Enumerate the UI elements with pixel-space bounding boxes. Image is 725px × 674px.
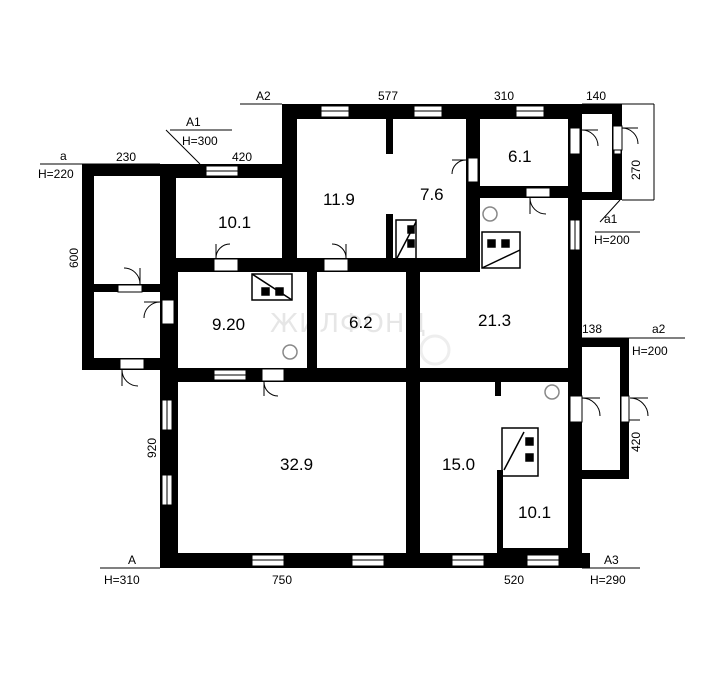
room-labels: 10.1 11.9 7.6 6.1 9.20 6.2 21.3 32.9 15.… [212,147,551,522]
gas-meter-icon [282,344,298,360]
marker-name: А3 [604,553,619,567]
wall-int-v4 [386,119,393,154]
room-area: 21.3 [478,311,511,330]
dim-label: 310 [494,89,514,103]
room-area: 11.9 [323,190,355,209]
door-swing [451,159,467,175]
wall-a2-left [282,104,297,269]
wall-int-v5 [386,214,393,260]
dim-label: 750 [272,573,292,587]
door-gap [612,125,623,151]
wall-a1-left [160,164,176,274]
door-swing [331,243,347,259]
wall-int-v2 [406,258,420,568]
marker-name: а [60,149,67,163]
dim-label: 600 [67,248,81,268]
dim-label: 138 [582,322,602,336]
marker-height: H=200 [594,233,630,247]
room-area: 9.20 [212,315,245,334]
heater-icon [501,427,539,477]
door-swing [581,129,599,147]
door-gap [569,395,583,423]
dim-label: 230 [116,150,136,164]
door-gap [161,299,175,325]
wall-main-right [568,104,582,568]
room-area: 32.9 [280,455,313,474]
wall-int-v6 [495,380,501,396]
marker-lines [40,103,685,569]
door-gap [620,395,630,423]
marker-name: а2 [652,322,666,336]
marker-labels: а H=220 А1 H=300 А2 а1 H=200 а2 H=200 А … [38,89,668,587]
wall-int-v3 [307,270,317,370]
wall-int-v7 [497,470,503,556]
door-gap [117,284,143,293]
dim-label: 420 [232,150,252,164]
door-gap [119,358,145,370]
room-area: 6.2 [349,313,373,332]
wall-sa1-bottom [582,192,622,200]
dim-label: 920 [145,438,159,458]
dim-label: 420 [629,432,643,452]
door-gap [467,157,479,183]
door-gap [569,127,581,155]
wall-sa1-top [582,104,620,114]
door-swing [629,397,649,417]
door-swing [263,381,279,397]
dimension-labels: 230 420 577 310 140 750 520 138 600 920 … [67,89,643,587]
room-area: 7.6 [420,185,444,204]
door-swing [581,397,601,417]
heater-icon [251,273,293,301]
marker-name: А [128,553,136,567]
stove-icon [481,231,521,269]
door-gap [261,368,285,382]
room-area: 10.1 [218,213,251,232]
fixtures [251,206,560,477]
marker-name: А2 [256,89,271,103]
marker-height: H=300 [182,134,218,148]
room-area: 10.1 [518,503,551,522]
door-swing [121,369,139,387]
watermark: ЖИЛФОНД [270,309,427,339]
marker-height: H=220 [38,167,74,181]
wall-annex-left [82,164,94,370]
dim-label: 520 [504,573,524,587]
gas-meter-icon [544,384,560,400]
wall-annex-top [82,164,176,176]
room-area: 15.0 [442,455,475,474]
door-swing [123,267,141,285]
wall-int-v1 [466,119,480,272]
marker-height: H=290 [590,573,626,587]
marker-height: H=310 [104,573,140,587]
door-swing [529,197,547,215]
marker-name: А1 [186,115,201,129]
room-area: 6.1 [508,147,532,166]
dim-label: 140 [586,89,606,103]
door-swing [215,243,231,259]
door-gap [213,258,239,272]
dim-label: 270 [629,160,643,180]
heater-icon [395,219,417,261]
gas-meter-icon [482,206,498,222]
wall-int-h3 [476,186,568,198]
wall-sa2-bottom [582,470,629,479]
marker-height: H=200 [632,344,668,358]
door-swing [143,301,161,319]
doors [117,125,649,423]
window-lines [166,110,576,561]
door-gap [525,187,551,198]
wall-sa2-top [582,338,629,347]
marker-name: а1 [604,212,618,226]
dim-label: 577 [378,89,398,103]
door-gap [323,258,349,272]
watermark-emblem [419,334,451,366]
door-swing [621,127,639,145]
wall-int-v8 [501,548,568,556]
